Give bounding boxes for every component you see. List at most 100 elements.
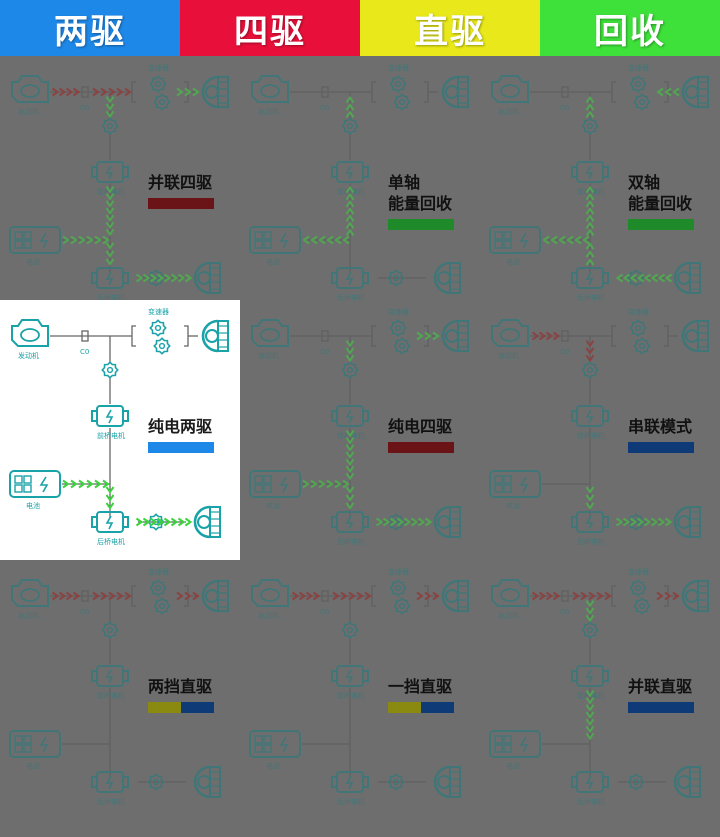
power-flow-arrow	[531, 331, 561, 341]
category-swatch	[148, 198, 214, 209]
transmission-gear-icon	[393, 337, 411, 355]
battery-icon	[489, 730, 541, 758]
category-swatch	[628, 702, 694, 713]
clutch-label: C0	[560, 104, 569, 112]
rear-motor-icon	[571, 511, 609, 533]
mode-category-bar	[628, 442, 694, 453]
clutch-label: C0	[320, 348, 329, 356]
transmission-gear-icon	[389, 579, 407, 597]
engine-icon	[11, 319, 49, 347]
power-flow-arrow	[572, 591, 612, 601]
electric-flow-arrow	[585, 486, 595, 510]
tab-two-wheel-drive[interactable]: 两驱	[0, 0, 180, 56]
rear-motor-label: 后桥电机	[577, 537, 605, 546]
rear-wheel-icon	[193, 505, 221, 539]
mode-category-tabs: 两驱 四驱 直驱 回收	[0, 0, 720, 56]
mode-category-bar	[628, 702, 694, 713]
electric-flow-arrow	[345, 429, 355, 481]
front-wheel-icon	[681, 75, 709, 109]
transmission-gear-icon	[633, 337, 651, 355]
category-swatch	[148, 442, 214, 453]
category-swatch	[388, 702, 421, 713]
mode-category-bar	[388, 702, 454, 713]
transmission-label: 变速器	[628, 567, 649, 576]
category-swatch	[628, 219, 694, 230]
electric-flow-arrow	[585, 600, 595, 623]
rear-motor-icon	[331, 267, 369, 289]
front-wheel-icon	[681, 579, 709, 613]
electric-flow-arrow	[135, 517, 193, 527]
engine-icon	[251, 579, 289, 607]
mode-name: 纯电四驱	[388, 417, 453, 436]
rear-motor-label: 后桥电机	[337, 293, 365, 302]
rear-reduction-gear-icon	[387, 773, 405, 791]
front-motor-icon	[331, 161, 369, 183]
transmission-gear-icon	[153, 597, 171, 615]
rear-wheel-icon	[673, 765, 701, 799]
power-flow-arrow	[92, 87, 132, 97]
rear-motor-icon	[571, 267, 609, 289]
transmission-gear-icon	[153, 337, 171, 355]
tab-regeneration[interactable]: 回收	[540, 0, 720, 56]
power-flow-arrow	[531, 591, 561, 601]
electric-flow-arrow	[62, 235, 110, 245]
engine-label: 发动机	[258, 611, 279, 620]
transmission-gear-icon	[149, 75, 167, 93]
front-wheel-icon	[201, 319, 229, 353]
transmission-label: 变速器	[388, 567, 409, 576]
clutch-label: C0	[320, 104, 329, 112]
tab-direct-drive[interactable]: 直驱	[360, 0, 540, 56]
rear-wheel-icon	[193, 765, 221, 799]
transmission-label: 变速器	[148, 307, 169, 316]
front-wheel-icon	[441, 75, 469, 109]
electric-flow-arrow	[615, 517, 673, 527]
engine-icon	[491, 579, 529, 607]
mode-name: 两挡直驱	[148, 677, 213, 696]
power-flow-arrow	[176, 591, 200, 601]
transmission-gear-icon	[629, 75, 647, 93]
transmission-label: 变速器	[388, 63, 409, 72]
mode-category-bar	[148, 702, 214, 713]
rear-motor-label: 后桥电机	[577, 797, 605, 806]
rear-wheel-icon	[433, 765, 461, 799]
front-motor-icon	[91, 161, 129, 183]
rear-reduction-gear-icon	[387, 269, 405, 287]
transmission-gear-icon	[633, 93, 651, 111]
battery-label: 电池	[266, 761, 280, 770]
rear-wheel-icon	[433, 261, 461, 295]
engine-label: 发动机	[18, 611, 39, 620]
battery-icon	[489, 470, 541, 498]
rear-reduction-gear-icon	[147, 773, 165, 791]
tab-four-wheel-drive[interactable]: 四驱	[180, 0, 360, 56]
engine-icon	[11, 75, 49, 103]
rear-motor-label: 后桥电机	[337, 797, 365, 806]
transmission-label: 变速器	[628, 63, 649, 72]
front-wheel-icon	[201, 75, 229, 109]
mode-name: 双轴 能量回收	[628, 173, 693, 213]
regen-flow-arrow	[585, 95, 595, 118]
front-reduction-gear-icon	[341, 621, 359, 639]
transmission-label: 变速器	[148, 63, 169, 72]
clutch-label: C0	[320, 608, 329, 616]
front-motor-icon	[571, 161, 609, 183]
rear-wheel-icon	[433, 505, 461, 539]
clutch-label: C0	[80, 104, 89, 112]
battery-icon	[9, 226, 61, 254]
battery-icon	[249, 226, 301, 254]
regen-flow-arrow	[542, 235, 590, 245]
transmission-gear-icon	[629, 319, 647, 337]
power-flow-arrow	[291, 591, 321, 601]
engine-label: 发动机	[498, 611, 519, 620]
front-wheel-icon	[681, 319, 709, 353]
